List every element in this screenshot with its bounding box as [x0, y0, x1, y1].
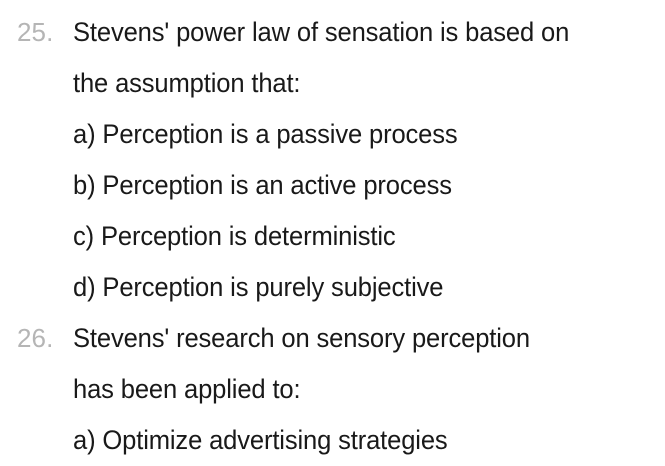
- question-26-stem-line-1: Stevens' research on sensory perception: [73, 323, 530, 353]
- question-26-stem-line-2: has been applied to:: [73, 374, 301, 404]
- answer-option-row[interactable]: c) Perception is deterministic: [0, 211, 665, 262]
- question-line: 26. Stevens' research on sensory percept…: [0, 313, 665, 364]
- answer-option-row[interactable]: a) Perception is a passive process: [0, 109, 665, 160]
- answer-option-row[interactable]: b) Perception is an active process: [0, 160, 665, 211]
- question-25-option-d[interactable]: d) Perception is purely subjective: [73, 272, 444, 302]
- question-25-option-c[interactable]: c) Perception is deterministic: [73, 221, 396, 251]
- question-line: 25. Stevens' power law of sensation is b…: [0, 7, 665, 58]
- question-26-option-a[interactable]: a) Optimize advertising strategies: [73, 425, 448, 455]
- question-line: the assumption that:: [0, 58, 665, 109]
- answer-option-row[interactable]: a) Optimize advertising strategies: [0, 415, 665, 466]
- question-line: has been applied to:: [0, 364, 665, 415]
- answer-option-row[interactable]: d) Perception is purely subjective: [0, 262, 665, 313]
- question-25-stem-line-1: Stevens' power law of sensation is based…: [73, 17, 570, 47]
- question-25-option-a[interactable]: a) Perception is a passive process: [73, 119, 458, 149]
- question-number-25: 25.: [17, 17, 54, 47]
- question-25-option-b[interactable]: b) Perception is an active process: [73, 170, 452, 200]
- question-number-26: 26.: [17, 323, 54, 353]
- question-25-stem-line-2: the assumption that:: [73, 68, 301, 98]
